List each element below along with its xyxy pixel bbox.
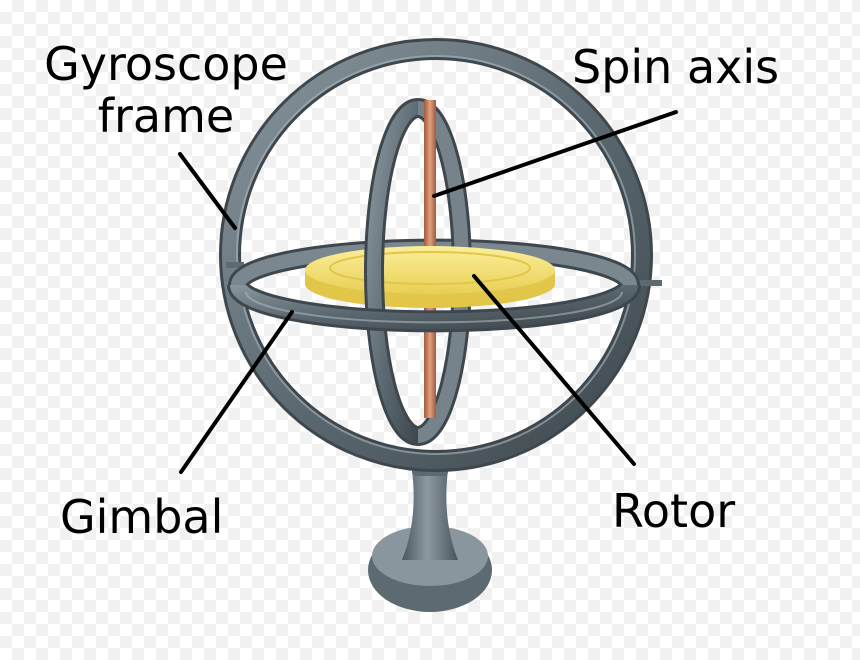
label-rotor: Rotor — [612, 484, 736, 538]
inner-ring-front — [364, 98, 420, 446]
label-gimbal: Gimbal — [60, 490, 224, 544]
stand-stem — [402, 470, 458, 560]
leader-lines — [178, 110, 678, 474]
label-gyroscope-frame: Gyroscope frame — [26, 38, 306, 142]
label-spin-axis: Spin axis — [572, 40, 780, 94]
rotor-disc — [305, 246, 555, 308]
label-gyroscope-frame-line1: Gyroscope — [44, 37, 288, 91]
label-gyroscope-frame-line2: frame — [97, 89, 235, 143]
leader-frame — [178, 152, 237, 230]
leader-rotor — [472, 274, 636, 466]
stand — [368, 462, 492, 612]
gyroscope-frame-ring — [219, 38, 662, 472]
leader-spin-axis — [432, 110, 678, 198]
leader-gimbal — [179, 310, 294, 474]
gimbal-ring-front — [227, 282, 641, 333]
